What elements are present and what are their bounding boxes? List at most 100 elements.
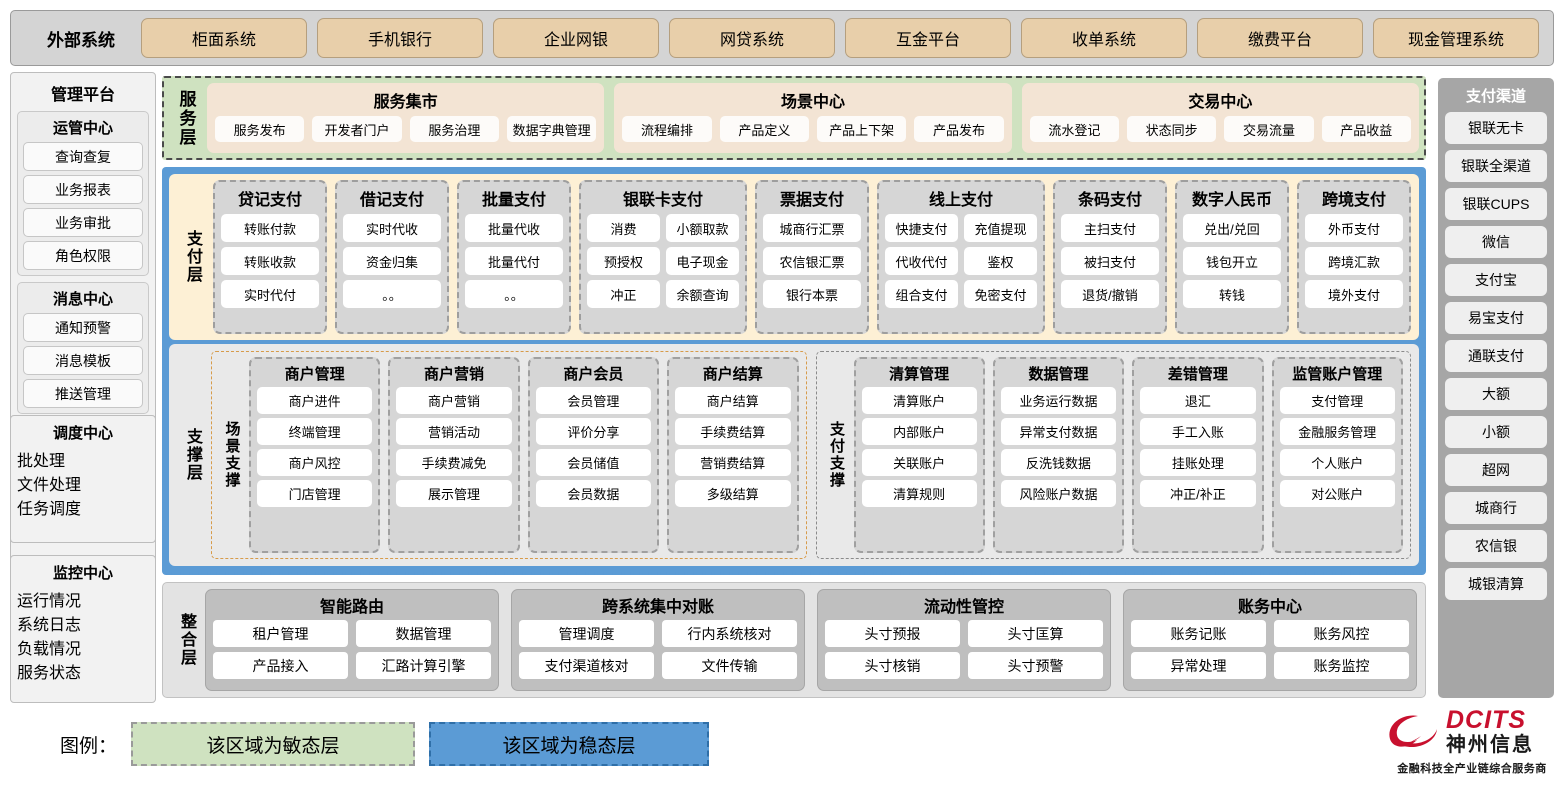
service-item[interactable]: 产品收益 xyxy=(1321,116,1411,142)
support-item[interactable]: 风险账户数据 xyxy=(1000,480,1117,507)
support-item[interactable]: 业务运行数据 xyxy=(1000,387,1117,414)
support-item[interactable]: 冲正/补正 xyxy=(1140,480,1256,507)
integration-item[interactable]: 头寸预警 xyxy=(968,652,1103,679)
payment-item[interactable]: 。。 xyxy=(465,280,564,308)
payment-item[interactable]: 农信银汇票 xyxy=(762,247,861,275)
support-item[interactable]: 营销费结算 xyxy=(675,449,791,476)
sidebar-item[interactable]: 批处理 xyxy=(17,453,66,470)
payment-item[interactable]: 跨境汇款 xyxy=(1304,247,1403,275)
support-item[interactable]: 关联账户 xyxy=(861,449,977,476)
payment-item[interactable]: 小额取款 xyxy=(666,214,739,242)
payment-item[interactable]: 余额查询 xyxy=(666,280,739,308)
payment-item[interactable]: 被扫支付 xyxy=(1060,247,1159,275)
payment-item[interactable]: 兑出/兑回 xyxy=(1182,214,1281,242)
support-item[interactable]: 展示管理 xyxy=(396,480,512,507)
external-system-chip[interactable]: 互金平台 xyxy=(845,18,1011,58)
sidebar-item[interactable]: 推送管理 xyxy=(23,379,143,408)
payment-channel-item[interactable]: 超网 xyxy=(1445,454,1547,486)
integration-item[interactable]: 行内系统核对 xyxy=(662,620,797,647)
sidebar-item[interactable]: 运行情况 xyxy=(17,593,82,610)
support-item[interactable]: 终端管理 xyxy=(257,418,373,445)
payment-item[interactable]: 免密支付 xyxy=(963,280,1037,308)
service-item[interactable]: 产品发布 xyxy=(914,116,1004,142)
payment-item[interactable]: 转账收款 xyxy=(221,247,320,275)
sidebar-item[interactable]: 文件处理 xyxy=(17,477,82,494)
support-item[interactable]: 反洗钱数据 xyxy=(1000,449,1117,476)
service-item[interactable]: 流水登记 xyxy=(1029,116,1119,142)
support-item[interactable]: 退汇 xyxy=(1140,387,1256,414)
payment-channel-item[interactable]: 城银清算 xyxy=(1445,568,1547,600)
sidebar-item[interactable]: 系统日志 xyxy=(17,617,82,634)
support-item[interactable]: 会员管理 xyxy=(535,387,652,414)
payment-item[interactable]: 主扫支付 xyxy=(1060,214,1159,242)
integration-item[interactable]: 账务记账 xyxy=(1131,620,1266,647)
payment-item[interactable]: 外币支付 xyxy=(1304,214,1403,242)
payment-item[interactable]: 城商行汇票 xyxy=(762,214,861,242)
service-item[interactable]: 交易流量 xyxy=(1224,116,1314,142)
service-item[interactable]: 开发者门户 xyxy=(312,116,402,142)
support-item[interactable]: 清算账户 xyxy=(861,387,977,414)
payment-item[interactable]: 预授权 xyxy=(587,247,661,275)
payment-channel-item[interactable]: 大额 xyxy=(1445,378,1547,410)
payment-channel-item[interactable]: 城商行 xyxy=(1445,492,1547,524)
payment-channel-item[interactable]: 农信银 xyxy=(1445,530,1547,562)
support-item[interactable]: 金融服务管理 xyxy=(1279,418,1395,445)
integration-item[interactable]: 汇路计算引擎 xyxy=(356,652,491,679)
support-item[interactable]: 商户进件 xyxy=(257,387,373,414)
payment-item[interactable]: 转钱 xyxy=(1182,280,1281,308)
payment-channel-item[interactable]: 银联全渠道 xyxy=(1445,150,1547,182)
service-item[interactable]: 产品上下架 xyxy=(816,116,907,142)
support-item[interactable]: 异常支付数据 xyxy=(1000,418,1117,445)
sidebar-item[interactable]: 任务调度 xyxy=(17,501,82,518)
payment-channel-item[interactable]: 银联无卡 xyxy=(1445,112,1547,144)
support-item[interactable]: 内部账户 xyxy=(861,418,977,445)
support-item[interactable]: 多级结算 xyxy=(675,480,791,507)
support-item[interactable]: 挂账处理 xyxy=(1140,449,1256,476)
integration-item[interactable]: 数据管理 xyxy=(356,620,491,647)
payment-item[interactable]: 钱包开立 xyxy=(1182,247,1281,275)
support-item[interactable]: 个人账户 xyxy=(1279,449,1395,476)
payment-channel-item[interactable]: 易宝支付 xyxy=(1445,302,1547,334)
payment-item[interactable]: 代收代付 xyxy=(885,247,958,275)
payment-item[interactable]: 组合支付 xyxy=(885,280,958,308)
sidebar-item[interactable]: 业务报表 xyxy=(23,175,143,204)
external-system-chip[interactable]: 柜面系统 xyxy=(141,18,307,58)
external-system-chip[interactable]: 企业网银 xyxy=(493,18,659,58)
support-item[interactable]: 商户风控 xyxy=(257,449,373,476)
support-item[interactable]: 商户营销 xyxy=(396,387,512,414)
sidebar-item[interactable]: 通知预警 xyxy=(23,313,143,342)
payment-item[interactable]: 。。 xyxy=(343,280,442,308)
payment-item[interactable]: 充值提现 xyxy=(963,214,1037,242)
payment-item[interactable]: 银行本票 xyxy=(762,280,861,308)
service-item[interactable]: 服务治理 xyxy=(409,116,499,142)
service-item[interactable]: 数据字典管理 xyxy=(506,116,597,142)
service-item[interactable]: 产品定义 xyxy=(719,116,809,142)
support-item[interactable]: 会员数据 xyxy=(535,480,652,507)
payment-item[interactable]: 电子现金 xyxy=(666,247,739,275)
payment-item[interactable]: 消费 xyxy=(587,214,661,242)
payment-item[interactable]: 实时代收 xyxy=(343,214,442,242)
integration-item[interactable]: 头寸匡算 xyxy=(968,620,1103,647)
integration-item[interactable]: 文件传输 xyxy=(662,652,797,679)
payment-item[interactable]: 退货/撤销 xyxy=(1060,280,1159,308)
external-system-chip[interactable]: 缴费平台 xyxy=(1197,18,1363,58)
payment-channel-item[interactable]: 支付宝 xyxy=(1445,264,1547,296)
sidebar-item[interactable]: 负载情况 xyxy=(17,641,82,658)
support-item[interactable]: 会员储值 xyxy=(535,449,652,476)
sidebar-item[interactable]: 查询查复 xyxy=(23,142,143,171)
support-item[interactable]: 清算规则 xyxy=(861,480,977,507)
integration-item[interactable]: 产品接入 xyxy=(213,652,348,679)
integration-item[interactable]: 头寸核销 xyxy=(825,652,960,679)
support-item[interactable]: 手工入账 xyxy=(1140,418,1256,445)
external-system-chip[interactable]: 手机银行 xyxy=(317,18,483,58)
support-item[interactable]: 手续费减免 xyxy=(396,449,512,476)
support-item[interactable]: 对公账户 xyxy=(1279,480,1395,507)
integration-item[interactable]: 异常处理 xyxy=(1131,652,1266,679)
external-system-chip[interactable]: 网贷系统 xyxy=(669,18,835,58)
payment-item[interactable]: 批量代付 xyxy=(465,247,564,275)
integration-item[interactable]: 支付渠道核对 xyxy=(519,652,654,679)
payment-item[interactable]: 转账付款 xyxy=(221,214,320,242)
payment-item[interactable]: 鉴权 xyxy=(963,247,1037,275)
sidebar-item[interactable]: 服务状态 xyxy=(17,665,82,682)
payment-channel-item[interactable]: 微信 xyxy=(1445,226,1547,258)
